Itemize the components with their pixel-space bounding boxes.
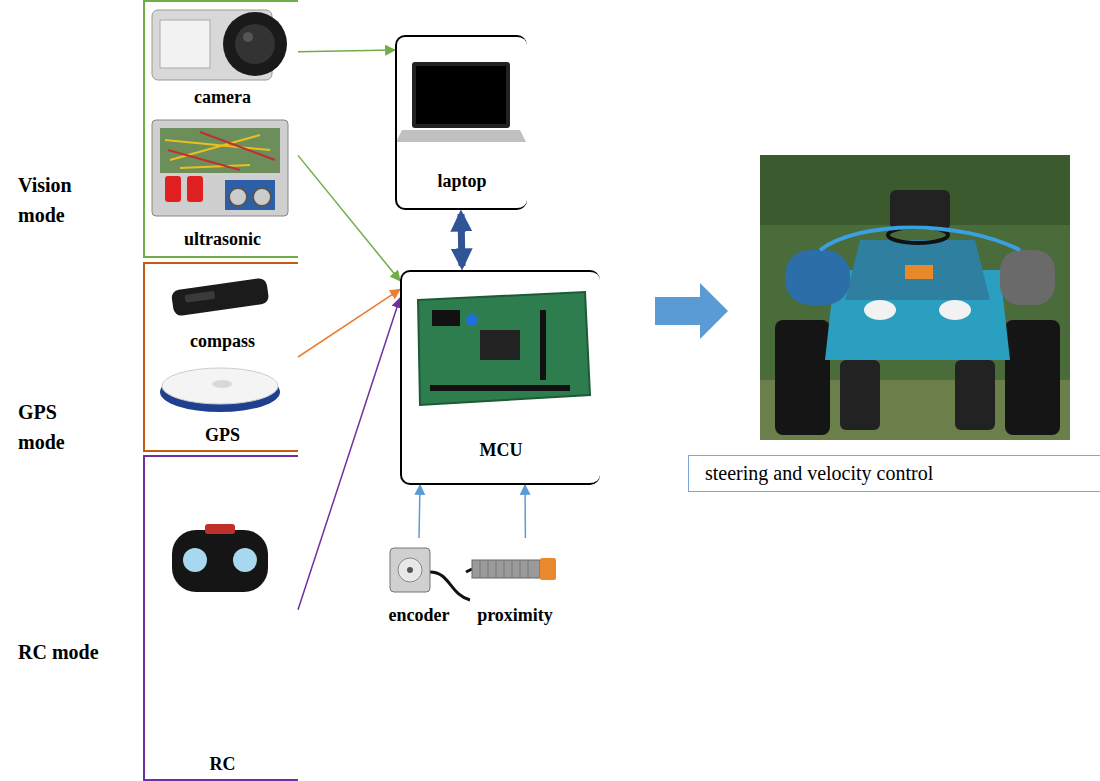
- gps-antenna-icon: [160, 368, 280, 412]
- signal-arrow: [524, 485, 526, 538]
- ultrasonic-icon: [152, 120, 288, 216]
- item-label: camera: [194, 86, 251, 108]
- sensor-item: RC: [147, 497, 298, 777]
- item-label: ultrasonic: [184, 228, 261, 250]
- signal-arrow: [298, 50, 395, 52]
- signal-arrow: [298, 298, 400, 610]
- sensor-item: GPS: [147, 356, 298, 448]
- item-label: encoder: [389, 604, 450, 626]
- item-label: laptop: [437, 170, 486, 192]
- remote-control-icon: [172, 524, 268, 592]
- signal-arrow: [419, 485, 420, 538]
- tractor-photo: [760, 155, 1070, 440]
- proximity-sensor-icon: [466, 558, 556, 580]
- sensor-item: camera: [147, 4, 298, 110]
- caption-text: steering and velocity control: [705, 461, 933, 485]
- item-label: RC: [210, 753, 236, 775]
- mode-heading: RC mode: [18, 637, 106, 667]
- item-label: MCU: [480, 439, 523, 461]
- caption-box: steering and velocity control: [688, 455, 1100, 492]
- signal-arrow: [298, 155, 400, 280]
- signal-arrow: [461, 214, 462, 266]
- camera-icon: [152, 10, 287, 80]
- mode-heading: GPS mode: [18, 397, 106, 457]
- encoder-icon: [390, 548, 470, 600]
- sensor-item: encoder: [378, 538, 460, 628]
- sensor-item: ultrasonic: [147, 114, 298, 252]
- sensor-item: proximity: [463, 538, 567, 628]
- mode-group: Vision modecameraultrasonic: [143, 0, 298, 258]
- controller-box: MCU: [400, 270, 600, 485]
- item-label: compass: [190, 330, 255, 352]
- mcu-board-icon: [418, 292, 590, 405]
- mode-heading: Vision mode: [18, 170, 106, 230]
- mode-group: RC modeRC: [143, 455, 298, 781]
- laptop-icon: [396, 62, 526, 142]
- device-box: laptop: [395, 35, 527, 210]
- block-arrow: [655, 283, 728, 339]
- item-label: proximity: [477, 604, 553, 626]
- sensor-item: compass: [147, 268, 298, 354]
- mode-group: GPS modecompassGPS: [143, 262, 298, 452]
- compass-icon: [171, 277, 270, 316]
- item-label: GPS: [205, 424, 240, 446]
